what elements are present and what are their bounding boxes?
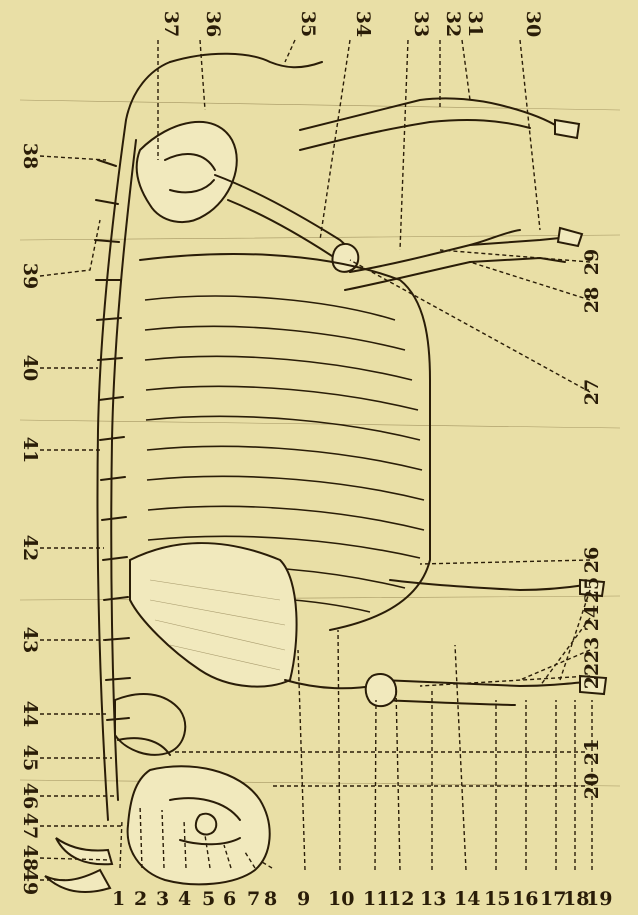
label-39: 39 — [19, 263, 41, 289]
label-2: 2 — [134, 888, 147, 910]
label-19: 19 — [586, 888, 612, 910]
label-6: 6 — [223, 888, 236, 910]
label-24: 24 — [581, 605, 603, 631]
label-33: 33 — [410, 11, 432, 37]
label-12: 12 — [388, 888, 414, 910]
label-44: 44 — [19, 701, 41, 727]
label-46: 46 — [19, 783, 41, 809]
label-43: 43 — [19, 627, 41, 653]
label-4: 4 — [178, 888, 191, 910]
label-25: 25 — [581, 577, 603, 603]
label-42: 42 — [19, 535, 41, 561]
label-36: 36 — [202, 11, 224, 37]
label-9: 9 — [297, 888, 310, 910]
label-15: 15 — [484, 888, 510, 910]
label-49: 49 — [19, 869, 41, 895]
label-13: 13 — [420, 888, 446, 910]
label-14: 14 — [454, 888, 480, 910]
label-16: 16 — [512, 888, 538, 910]
label-47: 47 — [19, 813, 41, 839]
label-38: 38 — [19, 143, 41, 169]
label-22: 22 — [581, 663, 603, 689]
label-7: 7 — [247, 888, 260, 910]
label-28: 28 — [581, 287, 603, 313]
label-21: 21 — [581, 739, 603, 765]
labels-bottom: 1 2 3 4 5 6 7 8 9 10 11 12 13 14 15 16 1… — [112, 888, 612, 910]
label-27: 27 — [581, 379, 603, 405]
label-23: 23 — [581, 637, 603, 663]
label-20: 20 — [581, 773, 603, 799]
label-31: 31 — [464, 11, 486, 37]
label-30: 30 — [522, 11, 544, 37]
label-34: 34 — [352, 11, 374, 37]
label-37: 37 — [160, 11, 182, 37]
label-41: 41 — [19, 437, 41, 463]
label-48: 48 — [19, 845, 41, 871]
label-26: 26 — [581, 547, 603, 573]
label-35: 35 — [297, 11, 319, 37]
label-8: 8 — [264, 888, 277, 910]
label-5: 5 — [202, 888, 215, 910]
label-11: 11 — [363, 888, 389, 910]
label-45: 45 — [19, 745, 41, 771]
label-29: 29 — [581, 249, 603, 275]
label-10: 10 — [328, 888, 354, 910]
label-3: 3 — [156, 888, 169, 910]
label-32: 32 — [442, 11, 464, 37]
label-1: 1 — [112, 888, 125, 910]
label-40: 40 — [19, 355, 41, 381]
